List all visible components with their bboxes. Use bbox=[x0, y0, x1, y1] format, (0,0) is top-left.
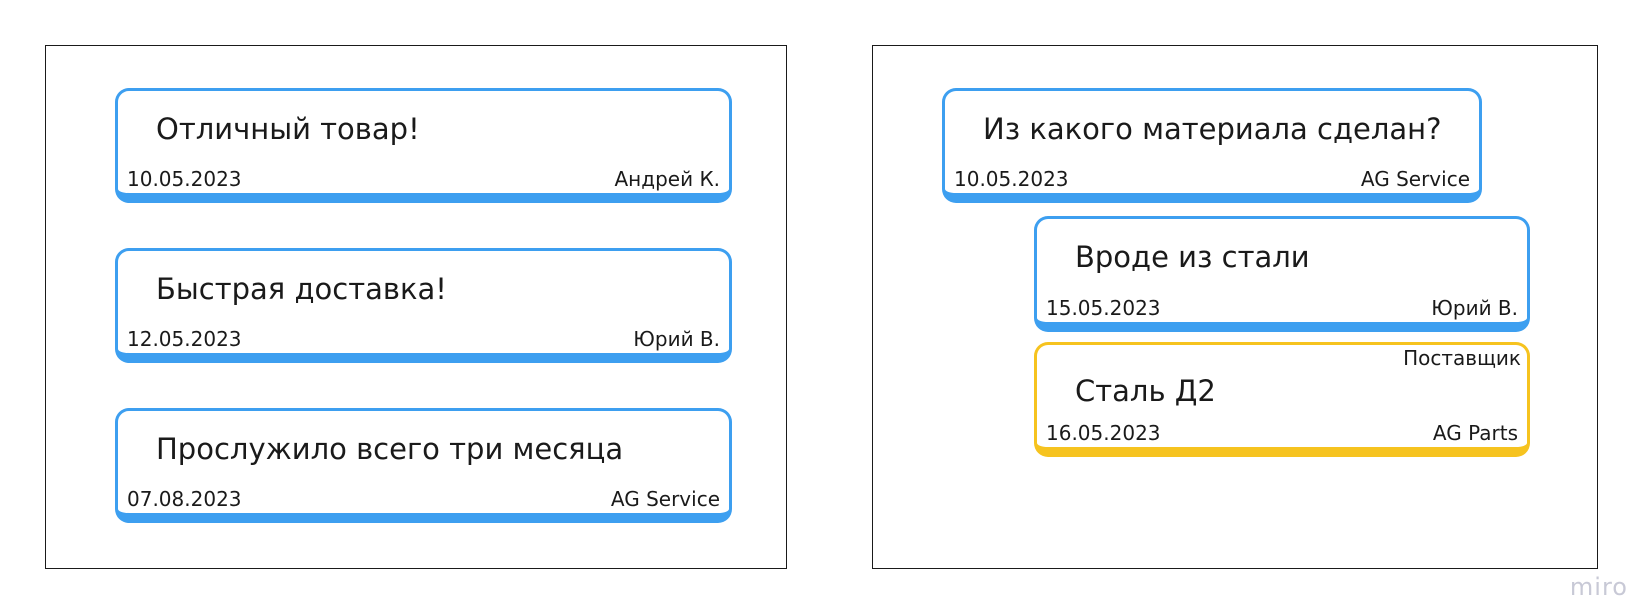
review-card[interactable]: Отличный товар! 10.05.2023 Андрей К. bbox=[115, 88, 732, 203]
answer-date: 15.05.2023 bbox=[1046, 296, 1161, 320]
review-date: 10.05.2023 bbox=[127, 167, 242, 191]
review-card[interactable]: Прослужило всего три месяца 07.08.2023 A… bbox=[115, 408, 732, 523]
review-text: Прослужило всего три месяца bbox=[156, 432, 624, 466]
answer-text: Вроде из стали bbox=[1075, 240, 1310, 274]
question-author: AG Service bbox=[1360, 167, 1470, 191]
review-date: 12.05.2023 bbox=[127, 327, 242, 351]
review-card[interactable]: Быстрая доставка! 12.05.2023 Юрий В. bbox=[115, 248, 732, 363]
answer-text: Сталь Д2 bbox=[1075, 374, 1216, 408]
answer-date: 16.05.2023 bbox=[1046, 421, 1161, 445]
question-card[interactable]: Из какого материала сделан? 10.05.2023 A… bbox=[942, 88, 1482, 203]
review-text: Быстрая доставка! bbox=[156, 272, 447, 306]
review-text: Отличный товар! bbox=[156, 112, 420, 146]
question-text: Из какого материала сделан? bbox=[983, 112, 1442, 146]
supplier-role-label: Поставщик bbox=[1403, 346, 1521, 370]
review-author: Юрий В. bbox=[633, 327, 720, 351]
review-date: 07.08.2023 bbox=[127, 487, 242, 511]
answer-author: Юрий В. bbox=[1431, 296, 1518, 320]
review-author: Андрей К. bbox=[614, 167, 721, 191]
question-date: 10.05.2023 bbox=[954, 167, 1069, 191]
review-author: AG Service bbox=[610, 487, 720, 511]
answer-author: AG Parts bbox=[1432, 421, 1518, 445]
supplier-answer-card[interactable]: Поставщик Сталь Д2 16.05.2023 AG Parts bbox=[1034, 342, 1530, 457]
miro-watermark: miro bbox=[1569, 573, 1628, 601]
answer-card[interactable]: Вроде из стали 15.05.2023 Юрий В. bbox=[1034, 216, 1530, 332]
